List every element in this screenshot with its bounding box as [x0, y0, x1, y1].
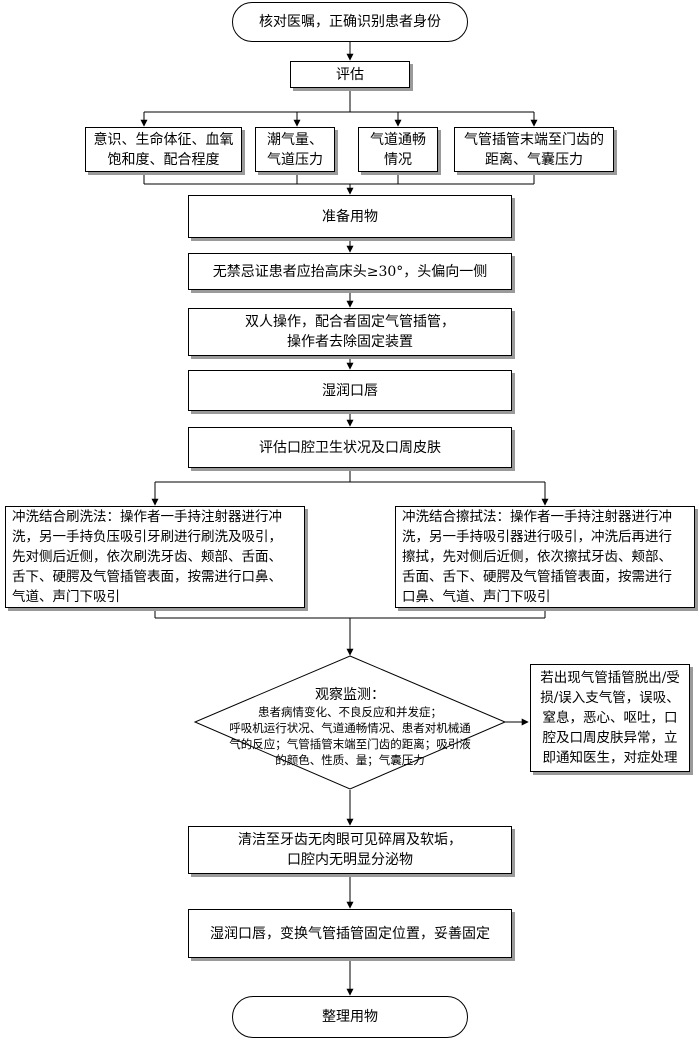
- assess-item-tidal-volume: 潮气量、 气道压力: [255, 127, 335, 172]
- method-wipe-box: 冲洗结合擦拭法：操作者一手持注射器进行冲 洗，另一手持吸引器进行吸引，冲洗后再进…: [395, 506, 695, 608]
- observe-decision-diamond: [193, 655, 507, 790]
- reposition-box: 湿润口唇，变换气管插管固定位置，妥善固定: [188, 909, 512, 958]
- observe-decision-text: 观察监测： 患者病情变化、不良反应和并发症； 呼吸机运行状况、气道通畅情况、患者…: [205, 686, 495, 768]
- double-operation-box: 双人操作，配合者固定气管插管， 操作者去除固定装置: [188, 308, 512, 356]
- assess-box: 评估: [290, 61, 410, 88]
- observe-title: 观察监测：: [315, 687, 385, 703]
- prepare-box: 准备用物: [188, 195, 512, 238]
- assess-item-consciousness: 意识、生命体征、血氧 饱和度、配合程度: [85, 127, 242, 172]
- assess-oral-box: 评估口腔卫生状况及口周皮肤: [188, 427, 512, 468]
- clean-standard-box: 清洁至牙齿无肉眼可见碎屑及软垢， 口腔内无明显分泌物: [188, 826, 512, 874]
- moisten-lips-box: 湿润口唇: [188, 370, 512, 411]
- assess-item-airway: 气道通畅 情况: [358, 127, 438, 172]
- observe-body: 患者病情变化、不良反应和并发症； 呼吸机运行状况、气道通畅情况、患者对机械通 气…: [229, 705, 471, 767]
- start-terminal: 核对医嘱，正确识别患者身份: [232, 2, 468, 42]
- end-terminal: 整理用物: [232, 996, 468, 1038]
- method-brush-box: 冲洗结合刷洗法：操作者一手持注射器进行冲 洗，另一手持负压吸引牙刷进行刷洗及吸引…: [5, 506, 305, 608]
- assess-item-tube-depth: 气管插管末端至门齿的 距离、气囊压力: [454, 127, 614, 172]
- abnormal-handling-box: 若出现气管插管脱出/受 损/误入支气管，误吸、 窒息，恶心、呕吐，口 腔及口周皮…: [530, 664, 690, 772]
- position-box: 无禁忌证患者应抬高床头≥30°，头偏向一侧: [188, 253, 512, 290]
